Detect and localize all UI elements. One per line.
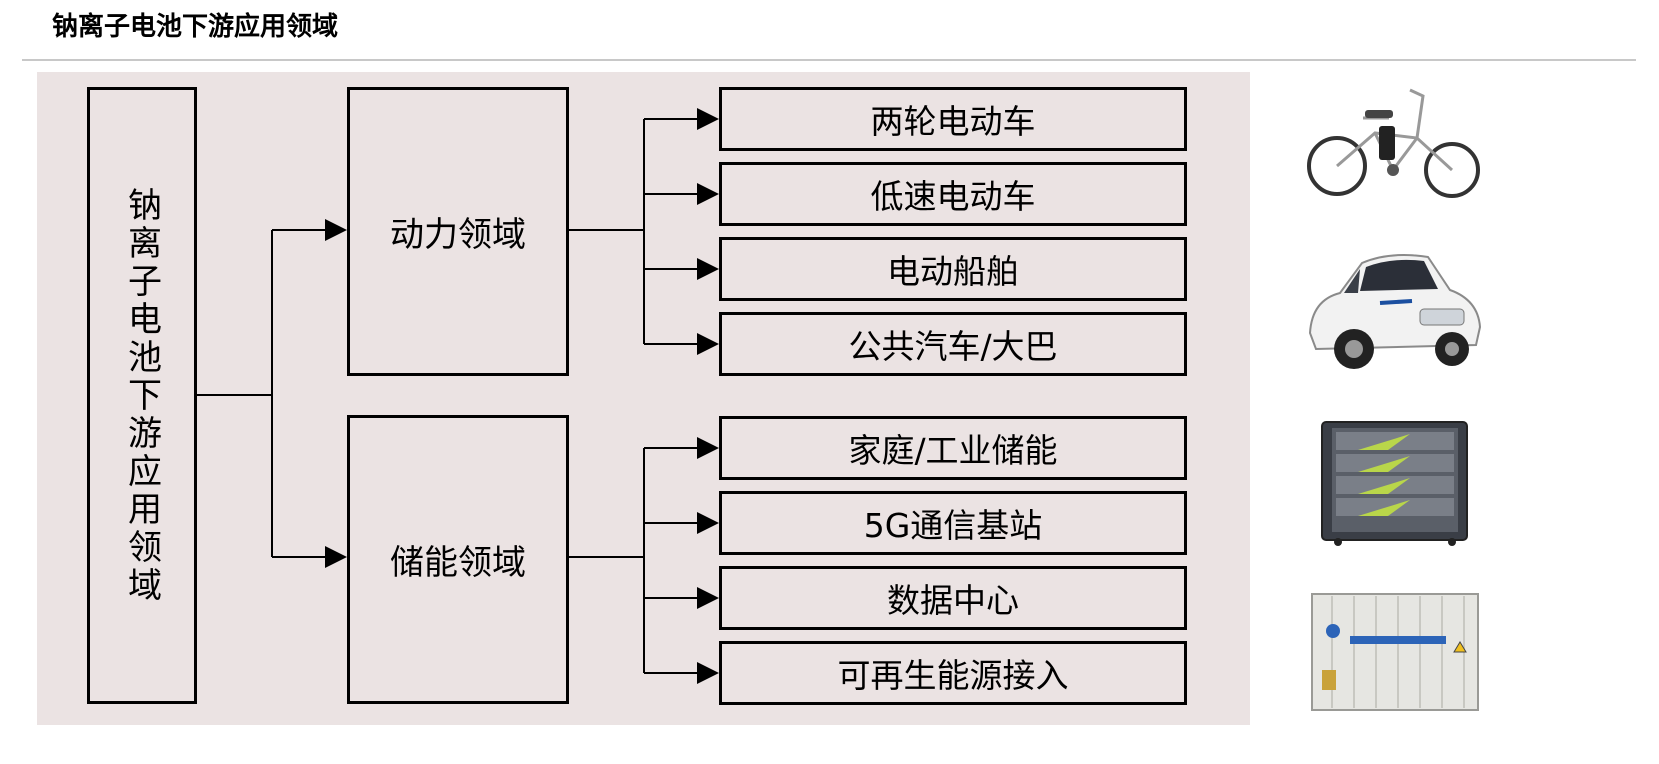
group-label-power: 动力领域 (390, 215, 526, 255)
page-title: 钠离子电池下游应用领域 (52, 12, 339, 42)
root-label: 钠离子电池下游应用领域 (121, 186, 162, 605)
leaf-label: 数据中心 (887, 581, 1019, 620)
leaf-node: 可再生能源接入 (719, 641, 1187, 705)
leaf-node: 两轮电动车 (719, 87, 1187, 151)
leaf-label: 电动船舶 (887, 252, 1019, 291)
group-node-storage: 储能领域 (347, 415, 569, 704)
leaf-node: 公共汽车/大巴 (719, 312, 1187, 376)
title-divider (22, 59, 1636, 61)
leaf-node: 电动船舶 (719, 237, 1187, 301)
leaf-node: 家庭/工业储能 (719, 416, 1187, 480)
leaf-label: 两轮电动车 (870, 102, 1036, 141)
leaf-label: 公共汽车/大巴 (848, 327, 1058, 366)
electric-car-image (1308, 254, 1482, 369)
leaf-node: 低速电动车 (719, 162, 1187, 226)
leaf-node: 5G通信基站 (719, 491, 1187, 555)
battery-cabinet-image (1321, 421, 1468, 546)
battery-container-image (1311, 593, 1479, 711)
root-node: 钠离子电池下游应用领域 (87, 87, 197, 704)
group-label-storage: 储能领域 (390, 543, 526, 583)
leaf-label: 5G通信基站 (863, 506, 1043, 545)
leaf-label: 家庭/工业储能 (848, 431, 1058, 470)
leaf-label: 低速电动车 (870, 177, 1036, 216)
leaf-node: 数据中心 (719, 566, 1187, 630)
bicycle-image (1307, 88, 1480, 198)
group-node-power: 动力领域 (347, 87, 569, 376)
leaf-label: 可再生能源接入 (837, 656, 1069, 695)
